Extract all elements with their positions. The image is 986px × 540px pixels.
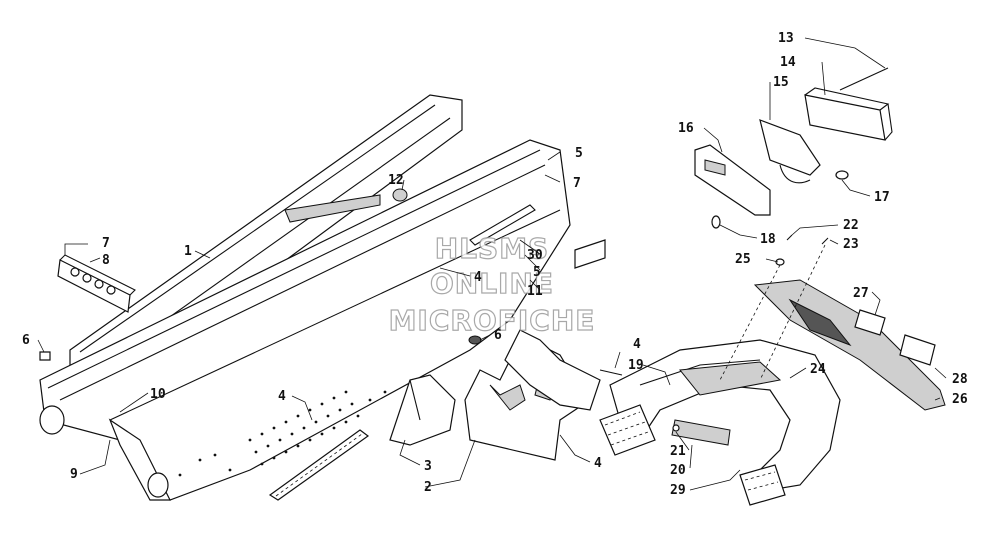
- assembly-line-a: [719, 264, 781, 381]
- callout-1: 1: [184, 244, 192, 259]
- watermark-line3: MICROFICHE: [389, 304, 596, 337]
- callout-12: 12: [388, 173, 404, 188]
- callout-23: 23: [843, 237, 859, 252]
- callout-20: 20: [670, 463, 686, 478]
- fastener-4-right: [599, 369, 623, 376]
- callout-5-top: 5: [575, 146, 583, 161]
- callout-6-left: 6: [22, 333, 30, 348]
- callout-9: 9: [70, 467, 78, 482]
- tunnel-body: [39, 139, 571, 501]
- fastener-21: [672, 424, 680, 432]
- callout-21: 21: [670, 444, 686, 459]
- callout-7-right: 7: [573, 176, 581, 191]
- taillight-housing: [694, 144, 771, 216]
- taillight-screw: [839, 67, 889, 91]
- callout-14: 14: [780, 55, 796, 70]
- watermark-line2: ONLINE: [430, 267, 554, 300]
- callout-3: 3: [424, 459, 432, 474]
- callout-11: 11: [527, 284, 543, 299]
- running-board-strip: [268, 429, 370, 501]
- callout-24: 24: [810, 362, 826, 377]
- callout-16: 16: [678, 121, 694, 136]
- decal-28: [899, 334, 936, 366]
- taillight-gasket: [759, 119, 821, 176]
- callout-25: 25: [735, 252, 751, 267]
- taillight-socket: [779, 164, 849, 184]
- tunnel-bolt: [468, 335, 482, 345]
- leader-lines: [37, 37, 947, 491]
- taillight-lens: [804, 87, 893, 141]
- bracket: [389, 374, 456, 446]
- snow-flap: [753, 279, 946, 411]
- callout-26: 26: [952, 392, 968, 407]
- upper-gusset: [504, 329, 601, 411]
- callout-10: 10: [150, 387, 166, 402]
- callout-27: 27: [853, 286, 869, 301]
- callout-22: 22: [843, 218, 859, 233]
- callout-29: 29: [670, 483, 686, 498]
- tunnel-grommet: [392, 188, 408, 202]
- callout-28: 28: [952, 372, 968, 387]
- callout-19: 19: [628, 358, 644, 373]
- clip-left: [39, 351, 51, 361]
- assembly-line-b: [759, 244, 826, 381]
- callout-4-bumper: 4: [633, 337, 641, 352]
- callout-6-gusset: 6: [494, 328, 502, 343]
- callout-30: 30: [527, 248, 543, 263]
- callout-18: 18: [760, 232, 776, 247]
- left-mount-hole: [39, 405, 65, 435]
- rivet-pattern: [178, 390, 387, 477]
- callout-17: 17: [874, 190, 890, 205]
- callout-5-mid: 5: [533, 265, 541, 280]
- fastener-18: [711, 215, 721, 229]
- decal-27: [854, 309, 886, 336]
- fastener-23: [821, 237, 829, 245]
- callout-4-tunnel: 4: [474, 270, 482, 285]
- bumper-mount-plate: [671, 419, 731, 446]
- callout-2: 2: [424, 480, 432, 495]
- heat-shield: [57, 254, 136, 313]
- reflector-strip: [469, 204, 606, 269]
- callout-4-side: 4: [278, 389, 286, 404]
- step-plate: [599, 404, 656, 456]
- callout-labels: 13 14 15 16 17 18 22 23 25 27 28 26 24 1…: [22, 31, 968, 498]
- right-mount-hole: [147, 472, 169, 498]
- callout-7-left: 7: [102, 236, 110, 251]
- callout-4-gusset: 4: [594, 456, 602, 471]
- callout-8: 8: [102, 253, 110, 268]
- callout-15: 15: [773, 75, 789, 90]
- callout-13: 13: [778, 31, 794, 46]
- fastener-22: [786, 234, 793, 241]
- bumper-footrest: [739, 464, 786, 506]
